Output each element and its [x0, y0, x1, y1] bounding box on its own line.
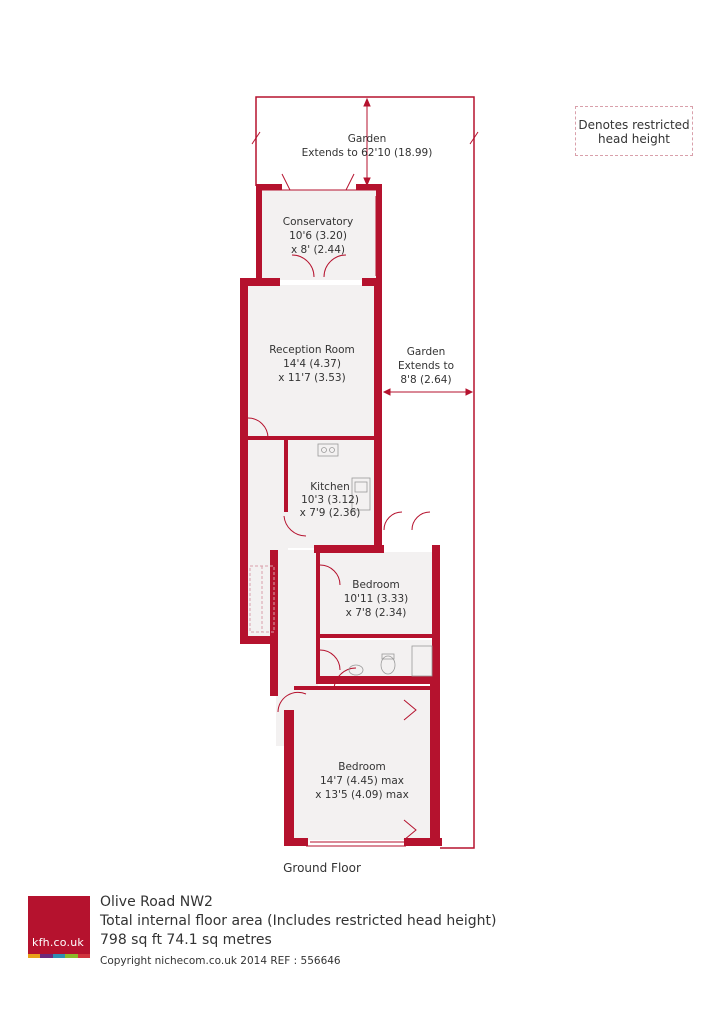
garden-rear-dims: Extends to 62'10 (18.99): [302, 147, 433, 159]
strip-3: [52, 954, 66, 958]
garden-rear-name: Garden: [348, 133, 386, 145]
garden-side-line2: Extends to: [398, 360, 454, 372]
restricted-height-legend: Denotes restricted head height: [575, 106, 693, 156]
interior-walls: [248, 436, 434, 690]
floor-area-note: Total internal floor area (Includes rest…: [100, 913, 497, 929]
garden-side-name: Garden: [407, 346, 445, 358]
bedroom1-dim1: 14'7 (4.45) max: [320, 775, 404, 787]
reception-dim1: 14'4 (4.37): [283, 358, 341, 370]
bedroom2-dim2: x 7'8 (2.34): [346, 607, 407, 619]
legend-line2: head height: [597, 132, 671, 146]
floor-label: Ground Floor: [283, 861, 361, 875]
break-marks: [251, 131, 479, 145]
kfh-logo: kfh.co.uk: [28, 896, 91, 958]
bedroom2-dim1: 10'11 (3.33): [344, 593, 409, 605]
kitchen-name: Kitchen: [310, 481, 349, 493]
copyright-ref: Copyright nichecom.co.uk 2014 REF : 5566…: [100, 955, 341, 967]
kitchen-dim1: 10'3 (3.12): [301, 494, 359, 506]
strip-5: [77, 954, 91, 958]
logo-color-strip: [28, 954, 91, 958]
strip-4: [65, 954, 78, 958]
strip-1: [28, 954, 41, 958]
property-address: Olive Road NW2: [100, 894, 213, 910]
conservatory-dim2: x 8' (2.44): [291, 244, 345, 256]
floor-area-size: 798 sq ft 74.1 sq metres: [100, 932, 272, 948]
conservatory-name: Conservatory: [283, 216, 353, 228]
reception-name: Reception Room: [269, 344, 355, 356]
conservatory-dim1: 10'6 (3.20): [289, 230, 347, 242]
kitchen-dim2: x 7'9 (2.36): [300, 507, 361, 519]
legend-line1: Denotes restricted: [578, 118, 690, 132]
door-swings: [247, 173, 431, 847]
logo-text: kfh.co.uk: [32, 936, 84, 949]
property-info: Olive Road NW2 Total internal floor area…: [100, 893, 496, 967]
bedroom2-name: Bedroom: [352, 579, 400, 591]
dimension-arrows: [363, 97, 474, 396]
room-labels: Garden Extends to 62'10 (18.99) Conserva…: [269, 133, 454, 875]
strip-2: [40, 954, 53, 958]
reception-dim2: x 11'7 (3.53): [278, 372, 345, 384]
room-fills: [246, 190, 434, 840]
garden-side-line3: 8'8 (2.64): [400, 374, 451, 386]
restricted-area: [249, 565, 275, 633]
bedroom1-name: Bedroom: [338, 761, 386, 773]
garden-boundary: [255, 96, 475, 849]
bedroom1-dim2: x 13'5 (4.09) max: [315, 789, 409, 801]
fixtures: [317, 443, 433, 677]
